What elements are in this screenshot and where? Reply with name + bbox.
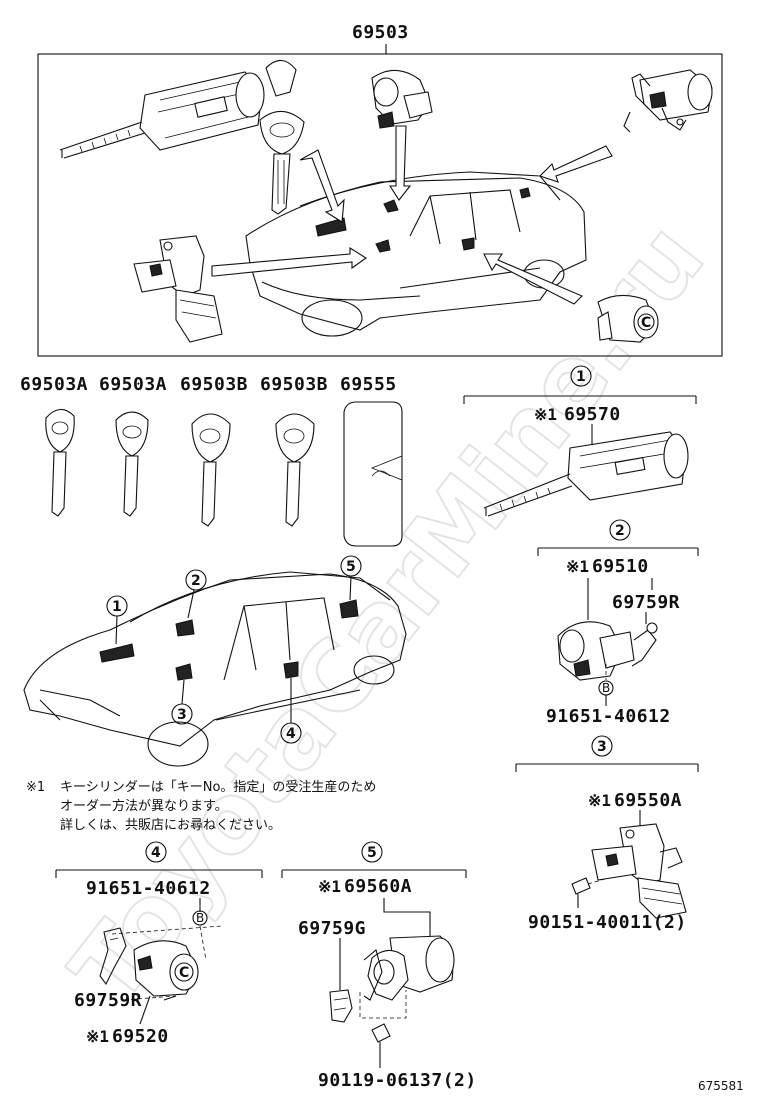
location-marker-3-text: 3 [177, 707, 187, 723]
key-label-4[interactable]: 69503B [260, 374, 328, 395]
group-2-cylinder-drawing[interactable] [557, 621, 658, 681]
group-1-note-mark: ※1 [534, 405, 557, 424]
location-marker-4-text: 4 [286, 726, 296, 742]
group-2-note-mark: ※1 [566, 557, 589, 576]
location-marker-1-text: 1 [112, 599, 122, 615]
group-4-callout-b-text: B [196, 911, 204, 925]
group-4-callout-b[interactable] [192, 910, 208, 926]
location-marker-2-text: 2 [191, 573, 201, 589]
group-3-part-label[interactable]: 69550A [614, 790, 682, 811]
group-5-part-label[interactable]: 69560A [344, 876, 412, 897]
note-line-3: 詳しくは、共販店にお尋ねください。 [60, 817, 281, 833]
main-assembly-box [37, 53, 723, 357]
group-1-bracket [463, 395, 697, 404]
group-4-note-mark: ※1 [86, 1027, 109, 1046]
group-4-bracket [55, 869, 263, 878]
group-2-leader [587, 578, 653, 620]
group-2-bracket [537, 547, 699, 556]
note-line-1: キーシリンダーは「キーNo。指定」の受注生産のため [60, 779, 376, 795]
group-3-marker-text: 3 [597, 739, 607, 755]
group-5-bracket [281, 869, 467, 878]
callout-c-main: C [641, 315, 651, 331]
key-label-2[interactable]: 69503A [99, 374, 167, 395]
group-4-part-label[interactable]: 69520 [112, 1026, 169, 1047]
location-marker-5-text: 5 [346, 559, 356, 575]
key-drawing-3[interactable] [191, 413, 231, 527]
image-ref-number: 675581 [698, 1079, 744, 1093]
group-2-marker-text: 2 [615, 523, 625, 539]
group-4-screw-label[interactable]: 91651-40612 [86, 878, 211, 899]
group-5-screw-label[interactable]: 90119-06137(2) [318, 1070, 477, 1091]
location-markers: 1 2 3 4 5 [106, 555, 362, 744]
group-4-callout-c: C [179, 965, 189, 981]
note-line-2: オーダー方法が異なります。 [60, 798, 228, 814]
main-key-drawing[interactable] [259, 59, 305, 215]
group-4-bracket-label[interactable]: 69759R [74, 990, 142, 1011]
group-4-part-leader [139, 995, 151, 1025]
group-4-cylinder-drawing[interactable]: C [99, 925, 223, 1001]
group-1-part-label[interactable]: 69570 [564, 404, 621, 425]
group-1-cylinder-drawing[interactable] [483, 431, 689, 517]
group-2-part-label[interactable]: 69510 [592, 556, 649, 577]
group-2-screw-label[interactable]: 91651-40612 [546, 706, 671, 727]
main-assembly-label[interactable]: 69503 [352, 22, 409, 43]
bracket-lock-drawing[interactable] [133, 235, 223, 343]
group-3-screw-label[interactable]: 90151-40011(2) [528, 912, 687, 933]
location-marker-2[interactable] [185, 569, 207, 591]
group-2-callout-b-text: B [602, 681, 610, 695]
group-5-cylinder-drawing[interactable] [329, 935, 455, 1043]
key-label-5[interactable]: 69555 [340, 374, 397, 395]
key-drawing-2[interactable] [115, 411, 149, 517]
key-label-3[interactable]: 69503B [180, 374, 248, 395]
group-2-bracket-label[interactable]: 69759R [612, 592, 680, 613]
door-cylinder-drawing[interactable]: C [597, 294, 659, 343]
group-3-lock-drawing[interactable] [571, 823, 687, 919]
note-mark: ※1 [26, 780, 45, 795]
group-2-marker[interactable] [609, 519, 631, 541]
group-5-bracket-label[interactable]: 69759G [298, 918, 366, 939]
hood-cylinder-drawing[interactable] [371, 69, 433, 129]
group-5-leader [383, 898, 431, 938]
group-1-marker-text: 1 [576, 369, 586, 385]
main-arrows [211, 125, 613, 305]
group-5-marker-text: 5 [367, 845, 377, 861]
ignition-cylinder-drawing[interactable] [59, 71, 265, 159]
location-car-drawing [23, 571, 407, 767]
key-label-1[interactable]: 69503A [20, 374, 88, 395]
main-car-drawing [245, 171, 587, 337]
group-3-note-mark: ※1 [588, 791, 611, 810]
key-drawing-1[interactable] [45, 408, 75, 517]
group-5-marker[interactable] [361, 841, 383, 863]
group-5-note-mark: ※1 [318, 877, 341, 896]
group-3-bracket [515, 763, 699, 772]
key-drawing-4[interactable] [275, 413, 315, 527]
key-pouch-drawing[interactable] [343, 401, 403, 547]
trunk-cylinder-drawing[interactable] [623, 69, 713, 133]
group-4-bracket-leader [163, 995, 177, 1001]
group-4-marker[interactable] [145, 841, 167, 863]
group-3-marker[interactable] [591, 735, 613, 757]
group-1-marker[interactable] [570, 365, 592, 387]
group-4-marker-text: 4 [151, 845, 161, 861]
